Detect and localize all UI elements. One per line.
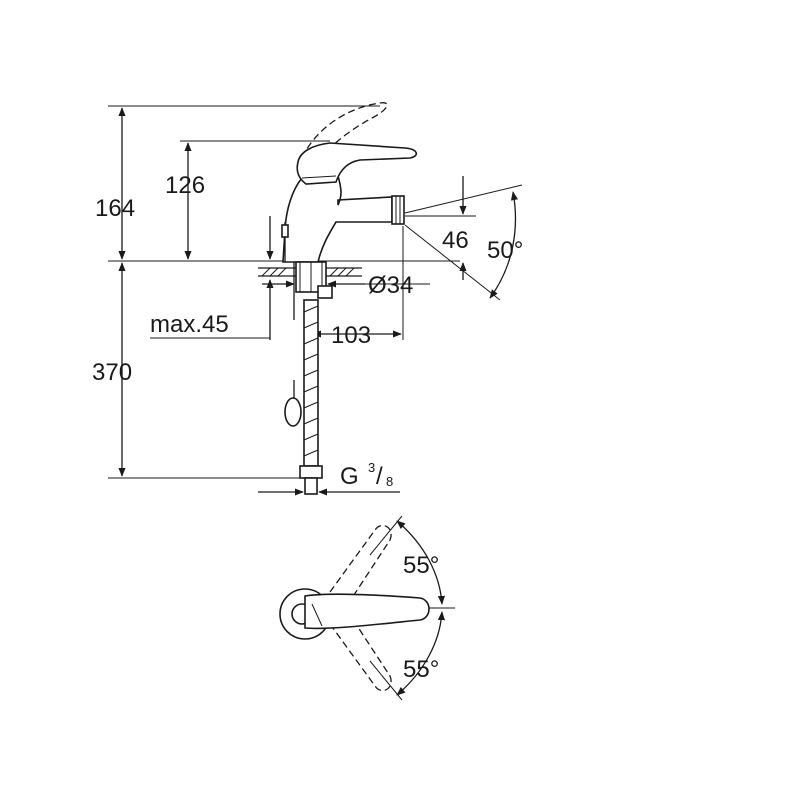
hose-connector <box>304 477 318 495</box>
lever-angle-top-arc <box>396 520 446 605</box>
aerator-angle-extension <box>404 224 501 301</box>
top-view: 55° 55° <box>279 515 455 701</box>
handle-cap-line <box>301 175 337 179</box>
lever-angle-bottom-arc <box>396 611 446 696</box>
spout-angle-arc <box>489 191 519 299</box>
faucet-body <box>282 175 393 263</box>
hole-diameter-label: Ø34 <box>368 272 413 299</box>
hose-nut <box>299 465 323 479</box>
mounting-nut <box>317 285 333 299</box>
lever-position-right-rotated <box>329 611 392 692</box>
lever-angle-bottom-label: 55° <box>403 656 439 683</box>
deck-hatch <box>329 267 339 277</box>
thread-fraction-denominator: 8 <box>386 474 393 489</box>
thread-fraction-numerator: 3 <box>368 460 375 475</box>
top-view-lever-fold <box>311 603 323 627</box>
hose-braid-pattern <box>303 433 319 441</box>
deck-hatch <box>345 267 355 277</box>
popup-pull-knob <box>284 397 302 427</box>
flexible-hose <box>299 299 323 495</box>
hose-braid-pattern <box>303 337 319 345</box>
aerator <box>391 195 405 225</box>
hose-braid-pattern <box>303 353 319 361</box>
popup-rod-knob <box>281 224 289 238</box>
thread-label-prefix: G <box>340 463 359 490</box>
hose-braid-pattern <box>303 305 319 313</box>
deck-hatch <box>269 267 279 277</box>
side-view: 164 126 46 50° <box>92 102 523 496</box>
hose-braid-pattern <box>303 321 319 329</box>
projection-label: 103 <box>331 322 371 349</box>
lever-angle-top-label: 55° <box>403 552 439 579</box>
mounting-deck <box>258 261 362 320</box>
spout-height-label: 126 <box>165 172 205 199</box>
deck-hatch <box>337 267 347 277</box>
hose-length-label: 370 <box>92 359 132 386</box>
hose-braid-pattern <box>303 385 319 393</box>
hose-braid-pattern <box>303 401 319 409</box>
deck-hatch <box>261 267 271 277</box>
thread-fraction-slash: / <box>376 463 383 490</box>
top-view-lever <box>304 593 430 630</box>
hose-braid-pattern <box>303 369 319 377</box>
hose-braid-pattern <box>303 449 319 457</box>
lever-position-left-rotated <box>329 524 392 605</box>
max-thickness-label: max.45 <box>150 311 229 338</box>
spout-angle-label: 50° <box>487 237 523 264</box>
total-height-label: 164 <box>95 195 135 222</box>
aerator-height-label: 46 <box>442 227 469 254</box>
deck-hatch <box>277 267 287 277</box>
lever-handle <box>296 142 418 185</box>
hose-braid-pattern <box>303 417 319 425</box>
